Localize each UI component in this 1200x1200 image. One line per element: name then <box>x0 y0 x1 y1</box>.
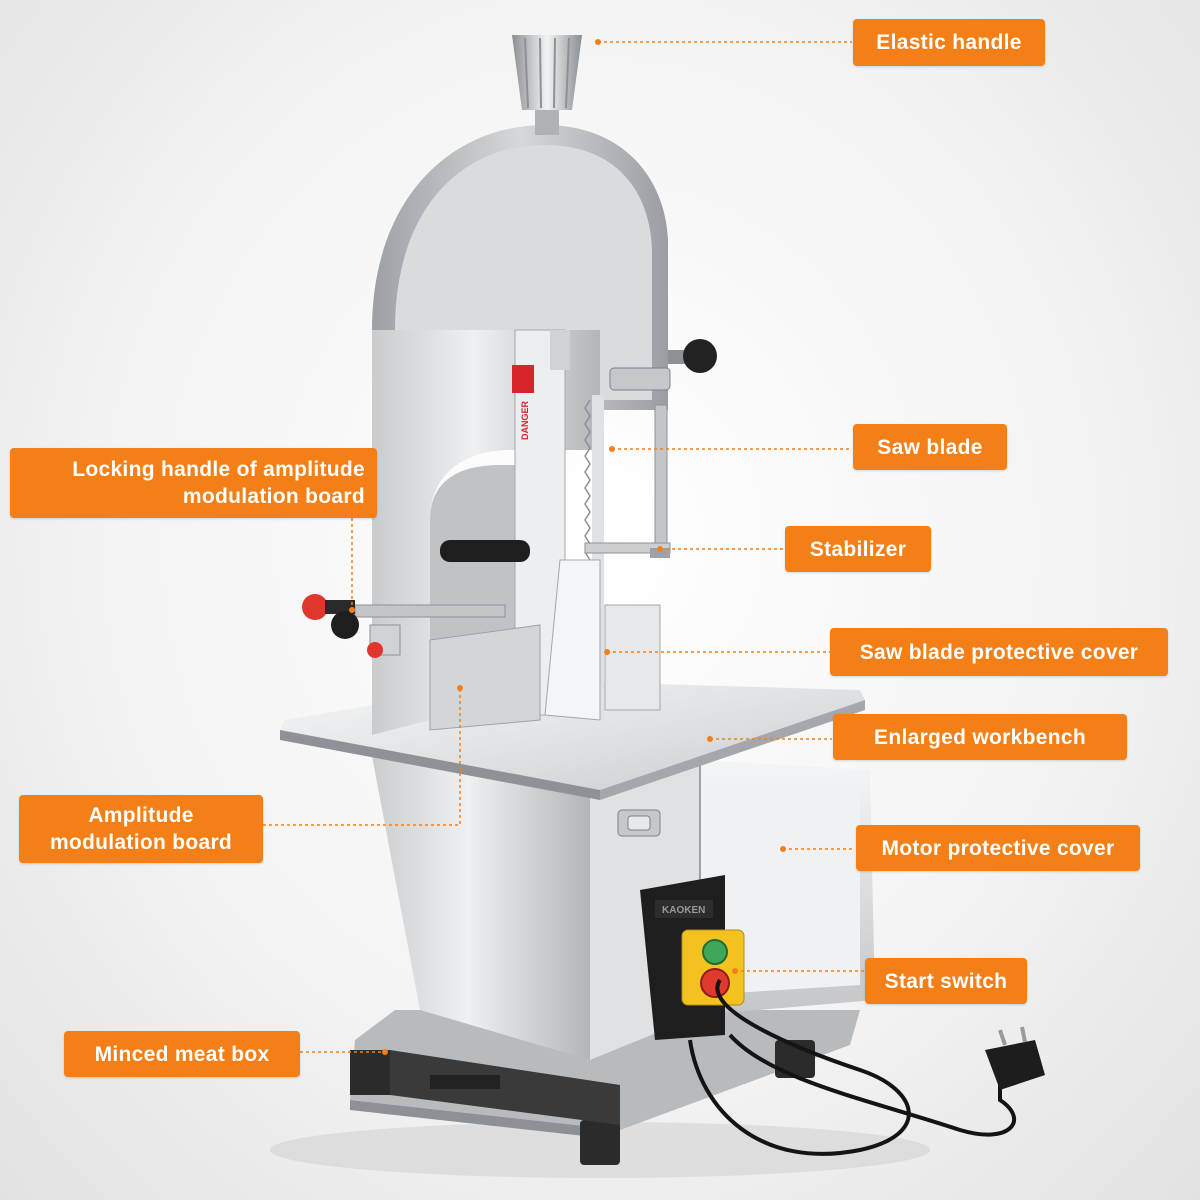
callout-text: Locking handle of amplitude modulation b… <box>72 458 365 508</box>
callout-locking-handle: Locking handle of amplitude modulation b… <box>10 448 377 518</box>
tension-knob <box>668 339 717 373</box>
callout-text: Motor protective cover <box>881 836 1115 860</box>
power-plug <box>985 1026 1045 1090</box>
leader-dots <box>349 39 786 1055</box>
callout-saw-blade: Saw blade <box>853 424 1007 470</box>
feed-handle <box>440 540 530 562</box>
callout-start-switch: Start switch <box>865 958 1027 1004</box>
callout-text: Saw blade <box>877 435 983 459</box>
amplitude-modulation-board <box>354 604 541 731</box>
leader-lines <box>263 41 864 1053</box>
callout-elastic-handle: Elastic handle <box>853 19 1045 66</box>
elastic-handle <box>512 35 582 135</box>
start-switch: KAOKEN <box>640 875 745 1040</box>
callout-text: Saw blade protective cover <box>859 640 1139 664</box>
callout-amplitude-board: Amplitude modulation board <box>19 795 263 863</box>
upper-latch <box>609 367 671 391</box>
callout-text: Start switch <box>884 969 1008 993</box>
callout-text: Stabilizer <box>809 537 907 561</box>
callout-saw-blade-cover: Saw blade protective cover <box>830 628 1168 676</box>
callout-stabilizer: Stabilizer <box>785 526 931 572</box>
callout-text: Amplitude modulation board <box>49 804 233 854</box>
minced-meat-box <box>390 1050 620 1125</box>
warning-label: DANGER <box>520 400 530 440</box>
locking-handle <box>302 594 383 658</box>
callout-text: Elastic handle <box>876 31 1022 54</box>
callout-minced-meat-box: Minced meat box <box>64 1031 300 1077</box>
callout-motor-cover: Motor protective cover <box>856 825 1140 871</box>
stabilizer <box>584 404 671 558</box>
switch-brand-text: KAOKEN <box>662 905 705 916</box>
saw-blade-protective-cover <box>544 559 661 721</box>
callout-workbench: Enlarged workbench <box>833 714 1127 760</box>
callout-text: Enlarged workbench <box>874 725 1086 749</box>
callout-text: Minced meat box <box>94 1042 270 1066</box>
latch <box>617 809 661 837</box>
leader-amplitude-board <box>263 688 461 826</box>
power-cord <box>688 978 1016 1156</box>
